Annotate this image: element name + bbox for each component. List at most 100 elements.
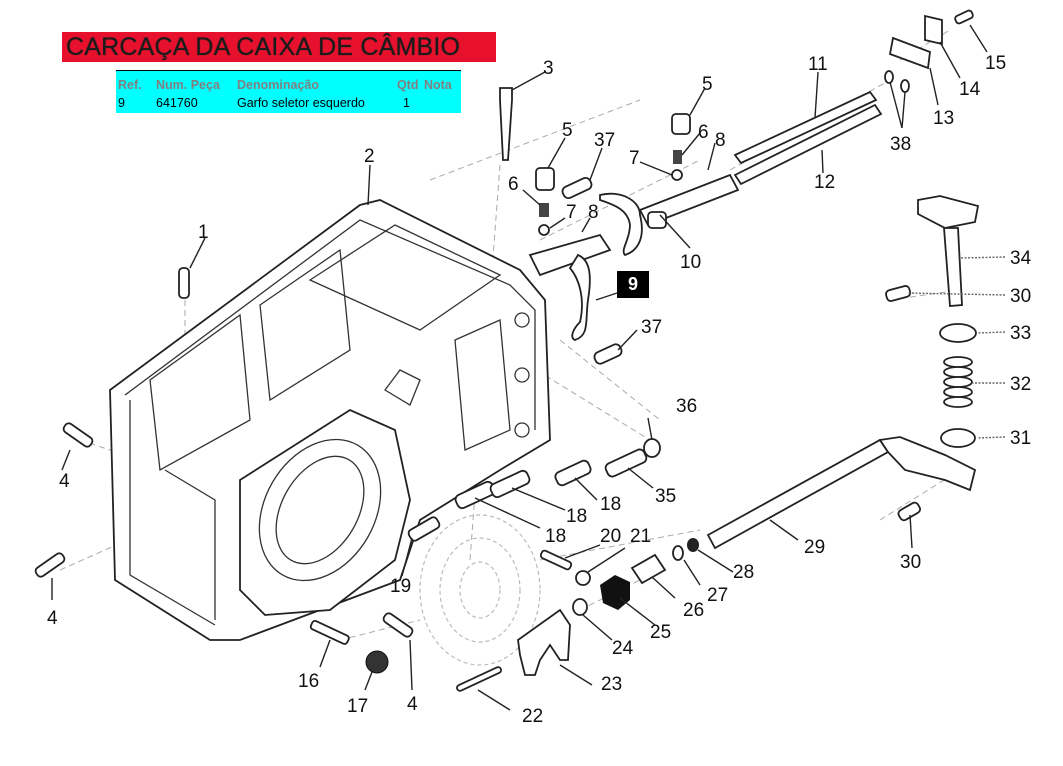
cell-denominacao: Garfo seletor esquerdo bbox=[237, 96, 365, 110]
part-37-pin-a[interactable] bbox=[561, 176, 593, 200]
callout-19[interactable]: 19 bbox=[390, 576, 411, 597]
part-16-stud[interactable] bbox=[309, 620, 350, 645]
callout-30a[interactable]: 30 bbox=[1010, 286, 1031, 307]
part-24-washer[interactable] bbox=[572, 598, 588, 616]
part-35-bolt[interactable] bbox=[604, 448, 648, 478]
part-11-rod[interactable] bbox=[733, 90, 878, 165]
callout-22[interactable]: 22 bbox=[522, 706, 543, 727]
transmission-housing[interactable] bbox=[109, 199, 551, 641]
part-6-spring-b[interactable] bbox=[673, 150, 682, 164]
part-30-pin-a[interactable] bbox=[885, 285, 912, 302]
callout-8a[interactable]: 8 bbox=[588, 202, 599, 223]
callout-28[interactable]: 28 bbox=[733, 562, 754, 583]
callout-31[interactable]: 31 bbox=[1010, 428, 1031, 449]
callout-36[interactable]: 36 bbox=[676, 396, 697, 417]
part-19-bolt[interactable] bbox=[407, 516, 441, 542]
callout-11[interactable]: 11 bbox=[808, 54, 828, 75]
callout-21[interactable]: 21 bbox=[630, 526, 651, 547]
callout-37b[interactable]: 37 bbox=[641, 317, 662, 338]
part-20-stud[interactable] bbox=[539, 549, 573, 571]
callout-4b[interactable]: 4 bbox=[47, 608, 58, 629]
callout-23[interactable]: 23 bbox=[601, 674, 622, 695]
callout-10[interactable]: 10 bbox=[680, 252, 701, 273]
part-15-screw[interactable] bbox=[954, 9, 974, 25]
callout-29[interactable]: 29 bbox=[804, 537, 825, 558]
table-row[interactable]: 9 641760 Garfo seletor esquerdo 1 bbox=[116, 94, 461, 112]
part-18-bolt-b[interactable] bbox=[489, 469, 531, 499]
callout-30b[interactable]: 30 bbox=[900, 552, 921, 573]
part-25-seal[interactable] bbox=[600, 575, 630, 610]
callout-24[interactable]: 24 bbox=[612, 638, 634, 659]
callout-2[interactable]: 2 bbox=[364, 146, 375, 167]
part-6-spring-a[interactable] bbox=[539, 203, 549, 217]
callout-6b[interactable]: 6 bbox=[698, 122, 709, 143]
part-1-stud[interactable] bbox=[178, 267, 190, 299]
part-23-lever[interactable] bbox=[517, 608, 571, 676]
part-21-nut[interactable] bbox=[575, 570, 591, 586]
callout-4c[interactable]: 4 bbox=[407, 694, 418, 715]
callout-15[interactable]: 15 bbox=[985, 53, 1006, 74]
callout-25[interactable]: 25 bbox=[650, 622, 671, 643]
callout-5a[interactable]: 5 bbox=[562, 120, 573, 141]
callout-9-highlighted[interactable]: 9 bbox=[617, 271, 649, 298]
part-3-bolt[interactable] bbox=[499, 87, 513, 161]
part-4-pin-a[interactable] bbox=[62, 422, 94, 449]
callout-14[interactable]: 14 bbox=[959, 79, 981, 100]
part-5-plug-b[interactable] bbox=[671, 113, 691, 135]
part-33-washer[interactable] bbox=[939, 323, 977, 343]
callout-7a[interactable]: 7 bbox=[566, 202, 577, 223]
part-30-pin-b[interactable] bbox=[897, 501, 922, 522]
callout-8b[interactable]: 8 bbox=[715, 130, 726, 151]
callout-labels: 1 2 3 4 4 4 5 5 6 6 7 7 8 8 10 11 12 13 … bbox=[47, 53, 1032, 727]
callout-27[interactable]: 27 bbox=[707, 585, 728, 606]
callout-4a[interactable]: 4 bbox=[59, 471, 70, 492]
callout-18a[interactable]: 18 bbox=[600, 494, 621, 515]
callout-33[interactable]: 33 bbox=[1010, 323, 1031, 344]
callout-34[interactable]: 34 bbox=[1010, 248, 1032, 269]
part-14-plate[interactable] bbox=[924, 14, 943, 46]
callout-26[interactable]: 26 bbox=[683, 600, 704, 621]
callout-18c[interactable]: 18 bbox=[545, 526, 566, 547]
part-31-washer[interactable] bbox=[940, 428, 976, 448]
part-13-plate[interactable] bbox=[888, 36, 931, 70]
header-nota: Nota bbox=[424, 78, 452, 92]
part-22-pin[interactable] bbox=[456, 666, 502, 692]
part-10-selector-fork[interactable] bbox=[599, 173, 740, 257]
part-5-plug-a[interactable] bbox=[535, 167, 555, 191]
part-37-pin-b[interactable] bbox=[593, 343, 623, 366]
cell-ref: 9 bbox=[118, 96, 125, 110]
callout-13[interactable]: 13 bbox=[933, 108, 954, 129]
part-38-rings[interactable] bbox=[884, 70, 910, 93]
callout-20[interactable]: 20 bbox=[600, 526, 621, 547]
callout-6a[interactable]: 6 bbox=[508, 174, 519, 195]
callout-17[interactable]: 17 bbox=[347, 696, 368, 717]
part-18-bolt-c[interactable] bbox=[554, 459, 593, 487]
callout-18b[interactable]: 18 bbox=[566, 506, 587, 527]
callout-37a[interactable]: 37 bbox=[594, 130, 615, 151]
header-denominacao: Denominação bbox=[237, 78, 319, 92]
part-17-nut[interactable] bbox=[365, 650, 389, 674]
part-28-ring[interactable] bbox=[687, 538, 699, 552]
callout-32[interactable]: 32 bbox=[1010, 374, 1031, 395]
part-4-pin-c[interactable] bbox=[382, 612, 414, 639]
header-qtd: Qtd bbox=[397, 78, 419, 92]
part-7-ball-b[interactable] bbox=[671, 169, 683, 181]
callout-5b[interactable]: 5 bbox=[702, 74, 713, 95]
callout-1[interactable]: 1 bbox=[198, 222, 209, 243]
part-27-ring[interactable] bbox=[672, 545, 684, 561]
callout-12[interactable]: 12 bbox=[814, 172, 835, 193]
callout-38[interactable]: 38 bbox=[890, 134, 911, 155]
part-7-ball-a[interactable] bbox=[538, 224, 550, 236]
callout-3[interactable]: 3 bbox=[543, 58, 554, 79]
part-12-rod[interactable] bbox=[733, 103, 883, 186]
callout-16[interactable]: 16 bbox=[298, 671, 319, 692]
part-36-washer[interactable] bbox=[643, 438, 661, 458]
callout-7b[interactable]: 7 bbox=[629, 148, 640, 169]
part-26-bushing[interactable] bbox=[630, 553, 667, 585]
part-4-pin-b[interactable] bbox=[34, 552, 66, 579]
callout-35[interactable]: 35 bbox=[655, 486, 676, 507]
part-9-selector-fork-left[interactable] bbox=[528, 233, 612, 341]
part-32-spring[interactable] bbox=[943, 356, 973, 408]
part-34-pedal[interactable] bbox=[917, 195, 980, 307]
part-29-shaft[interactable] bbox=[706, 436, 977, 550]
